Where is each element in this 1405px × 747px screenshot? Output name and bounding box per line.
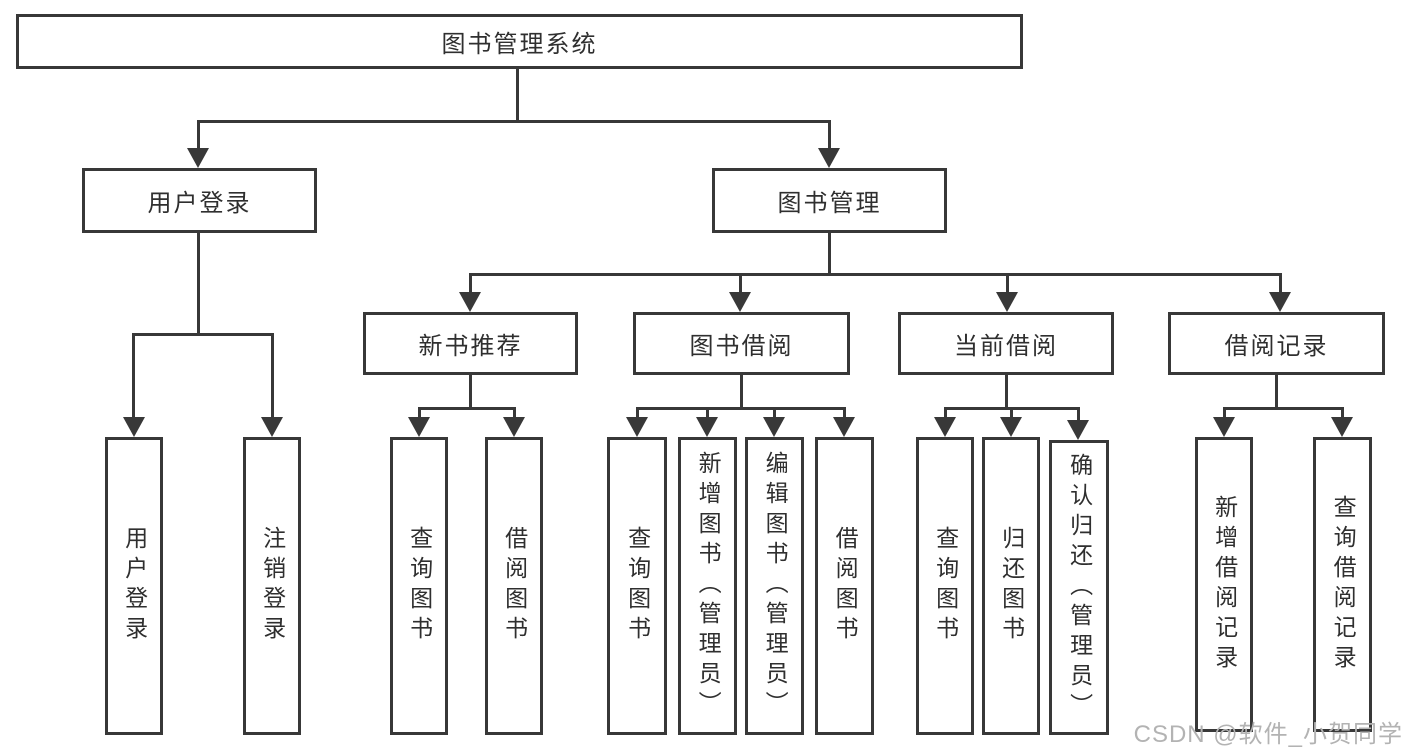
node-current-borrow-label: 当前借阅 xyxy=(954,333,1058,360)
connector-line xyxy=(418,407,516,410)
arrow-down-icon xyxy=(729,292,751,312)
leaf-borrow-books-borrow-label: 借阅图书 xyxy=(832,526,859,646)
node-root-label: 图书管理系统 xyxy=(441,31,598,58)
leaf-user-login-label: 用户登录 xyxy=(121,526,148,646)
connector-line xyxy=(132,333,135,420)
leaf-return-books: 归还图书 xyxy=(982,437,1040,735)
connector-line xyxy=(739,273,742,296)
leaf-logout-label: 注销登录 xyxy=(259,526,286,646)
connector-line xyxy=(1341,407,1344,420)
connector-line xyxy=(469,375,472,409)
connector-line xyxy=(197,120,200,152)
arrow-down-icon xyxy=(696,417,718,437)
arrow-down-icon xyxy=(459,292,481,312)
leaf-query-books-recommend: 查询图书 xyxy=(390,437,448,735)
leaf-borrow-books-recommend-label: 借阅图书 xyxy=(501,526,528,646)
connector-line xyxy=(1279,273,1282,296)
leaf-edit-book-admin: 编辑图书（管理员） xyxy=(745,437,804,735)
node-current-borrow: 当前借阅 xyxy=(898,312,1114,375)
node-root: 图书管理系统 xyxy=(16,14,1023,69)
connector-line xyxy=(418,407,421,420)
leaf-add-book-admin-label: 新增图书（管理员） xyxy=(695,451,722,721)
arrow-down-icon xyxy=(187,148,209,168)
leaf-query-borrow-record: 查询借阅记录 xyxy=(1313,437,1372,732)
connector-line xyxy=(828,233,831,275)
node-new-book-recommend: 新书推荐 xyxy=(363,312,578,375)
node-new-book-recommend-label: 新书推荐 xyxy=(418,333,523,360)
connector-line xyxy=(1006,273,1009,296)
leaf-query-books-current: 查询图书 xyxy=(916,437,974,735)
arrow-down-icon xyxy=(833,417,855,437)
leaf-confirm-return-admin: 确认归还（管理员） xyxy=(1049,440,1109,735)
connector-line xyxy=(516,69,519,122)
connector-line xyxy=(1077,407,1080,420)
arrow-down-icon xyxy=(503,417,525,437)
connector-line xyxy=(1010,407,1013,420)
arrow-down-icon xyxy=(261,417,283,437)
node-book-management: 图书管理 xyxy=(712,168,947,233)
leaf-logout: 注销登录 xyxy=(243,437,301,735)
leaf-query-books-current-label: 查询图书 xyxy=(932,526,959,646)
connector-line xyxy=(1005,375,1008,409)
arrow-down-icon xyxy=(1213,417,1235,437)
connector-line xyxy=(773,407,776,420)
node-user-login-label: 用户登录 xyxy=(147,190,252,217)
connector-line xyxy=(1223,407,1343,410)
leaf-query-books-recommend-label: 查询图书 xyxy=(406,526,433,646)
arrow-down-icon xyxy=(1331,417,1353,437)
connector-line xyxy=(843,407,846,420)
arrow-down-icon xyxy=(626,417,648,437)
connector-line xyxy=(1275,375,1278,409)
node-user-login: 用户登录 xyxy=(82,168,317,233)
connector-line xyxy=(636,407,639,420)
connector-line xyxy=(469,273,1282,276)
node-borrow-records: 借阅记录 xyxy=(1168,312,1385,375)
connector-line xyxy=(636,407,846,410)
arrow-down-icon xyxy=(408,417,430,437)
node-book-borrow: 图书借阅 xyxy=(633,312,850,375)
leaf-add-borrow-record: 新增借阅记录 xyxy=(1195,437,1253,732)
connector-line xyxy=(271,333,274,420)
node-borrow-records-label: 借阅记录 xyxy=(1224,333,1329,360)
arrow-down-icon xyxy=(818,148,840,168)
leaf-edit-book-admin-label: 编辑图书（管理员） xyxy=(762,451,789,721)
connector-line xyxy=(513,407,516,420)
arrow-down-icon xyxy=(1000,417,1022,437)
arrow-down-icon xyxy=(1067,420,1089,440)
leaf-query-books-borrow-label: 查询图书 xyxy=(624,526,651,646)
leaf-return-books-label: 归还图书 xyxy=(998,526,1025,646)
connector-line xyxy=(706,407,709,420)
leaf-confirm-return-admin-label: 确认归还（管理员） xyxy=(1066,452,1093,723)
arrow-down-icon xyxy=(1269,292,1291,312)
leaf-query-borrow-record-label: 查询借阅记录 xyxy=(1330,494,1357,675)
connector-line xyxy=(469,273,472,296)
arrow-down-icon xyxy=(934,417,956,437)
connector-line xyxy=(1223,407,1226,420)
leaf-add-book-admin: 新增图书（管理员） xyxy=(678,437,737,735)
connector-line xyxy=(198,120,831,123)
leaf-borrow-books-borrow: 借阅图书 xyxy=(815,437,874,735)
arrow-down-icon xyxy=(763,417,785,437)
leaf-add-borrow-record-label: 新增借阅记录 xyxy=(1211,494,1238,675)
connector-line xyxy=(828,120,831,152)
watermark: CSDN @软件_小贺同学 xyxy=(1133,721,1403,747)
node-book-borrow-label: 图书借阅 xyxy=(689,333,794,360)
leaf-user-login: 用户登录 xyxy=(105,437,163,735)
arrow-down-icon xyxy=(996,292,1018,312)
arrow-down-icon xyxy=(123,417,145,437)
connector-line xyxy=(740,375,743,409)
node-book-management-label: 图书管理 xyxy=(777,190,882,217)
connector-line xyxy=(944,407,947,420)
leaf-borrow-books-recommend: 借阅图书 xyxy=(485,437,543,735)
leaf-query-books-borrow: 查询图书 xyxy=(607,437,667,735)
connector-line xyxy=(197,233,200,335)
connector-line xyxy=(133,333,274,336)
